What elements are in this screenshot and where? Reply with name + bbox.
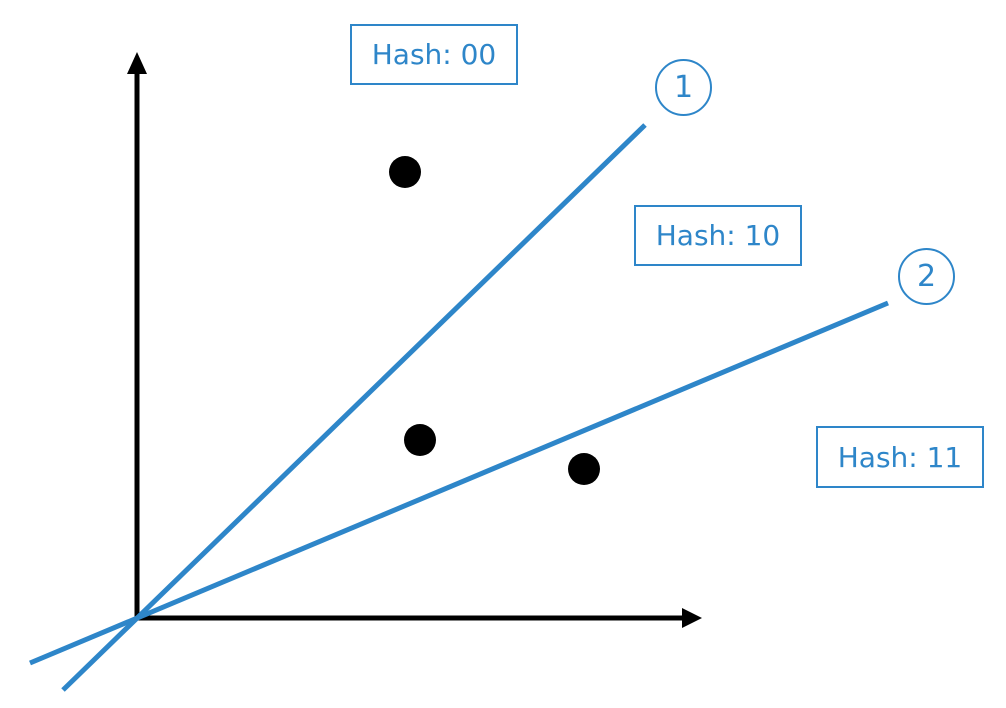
hyperplane-line-2 xyxy=(29,300,889,666)
region-label-text: Hash: 00 xyxy=(371,38,497,71)
hyperplane-line-1 xyxy=(61,123,647,692)
hyperplane-tag-2: 2 xyxy=(898,248,955,305)
region-label-hash-11: Hash: 11 xyxy=(816,426,984,488)
data-point xyxy=(404,424,436,456)
data-point xyxy=(568,453,600,485)
axes xyxy=(127,52,702,628)
region-label-text: Hash: 11 xyxy=(837,440,963,474)
region-label-text: Hash: 10 xyxy=(655,219,781,252)
hyperplane-tag-1: 1 xyxy=(655,59,712,116)
hyperplane-tag-text: 1 xyxy=(673,70,694,105)
region-label-hash-00: Hash: 00 xyxy=(350,24,518,85)
y-axis-arrow-icon xyxy=(127,52,147,74)
region-label-hash-10: Hash: 10 xyxy=(634,205,802,266)
hyperplane-tag-text: 2 xyxy=(916,259,937,294)
data-point xyxy=(389,156,421,188)
x-axis-arrow-icon xyxy=(682,608,702,628)
